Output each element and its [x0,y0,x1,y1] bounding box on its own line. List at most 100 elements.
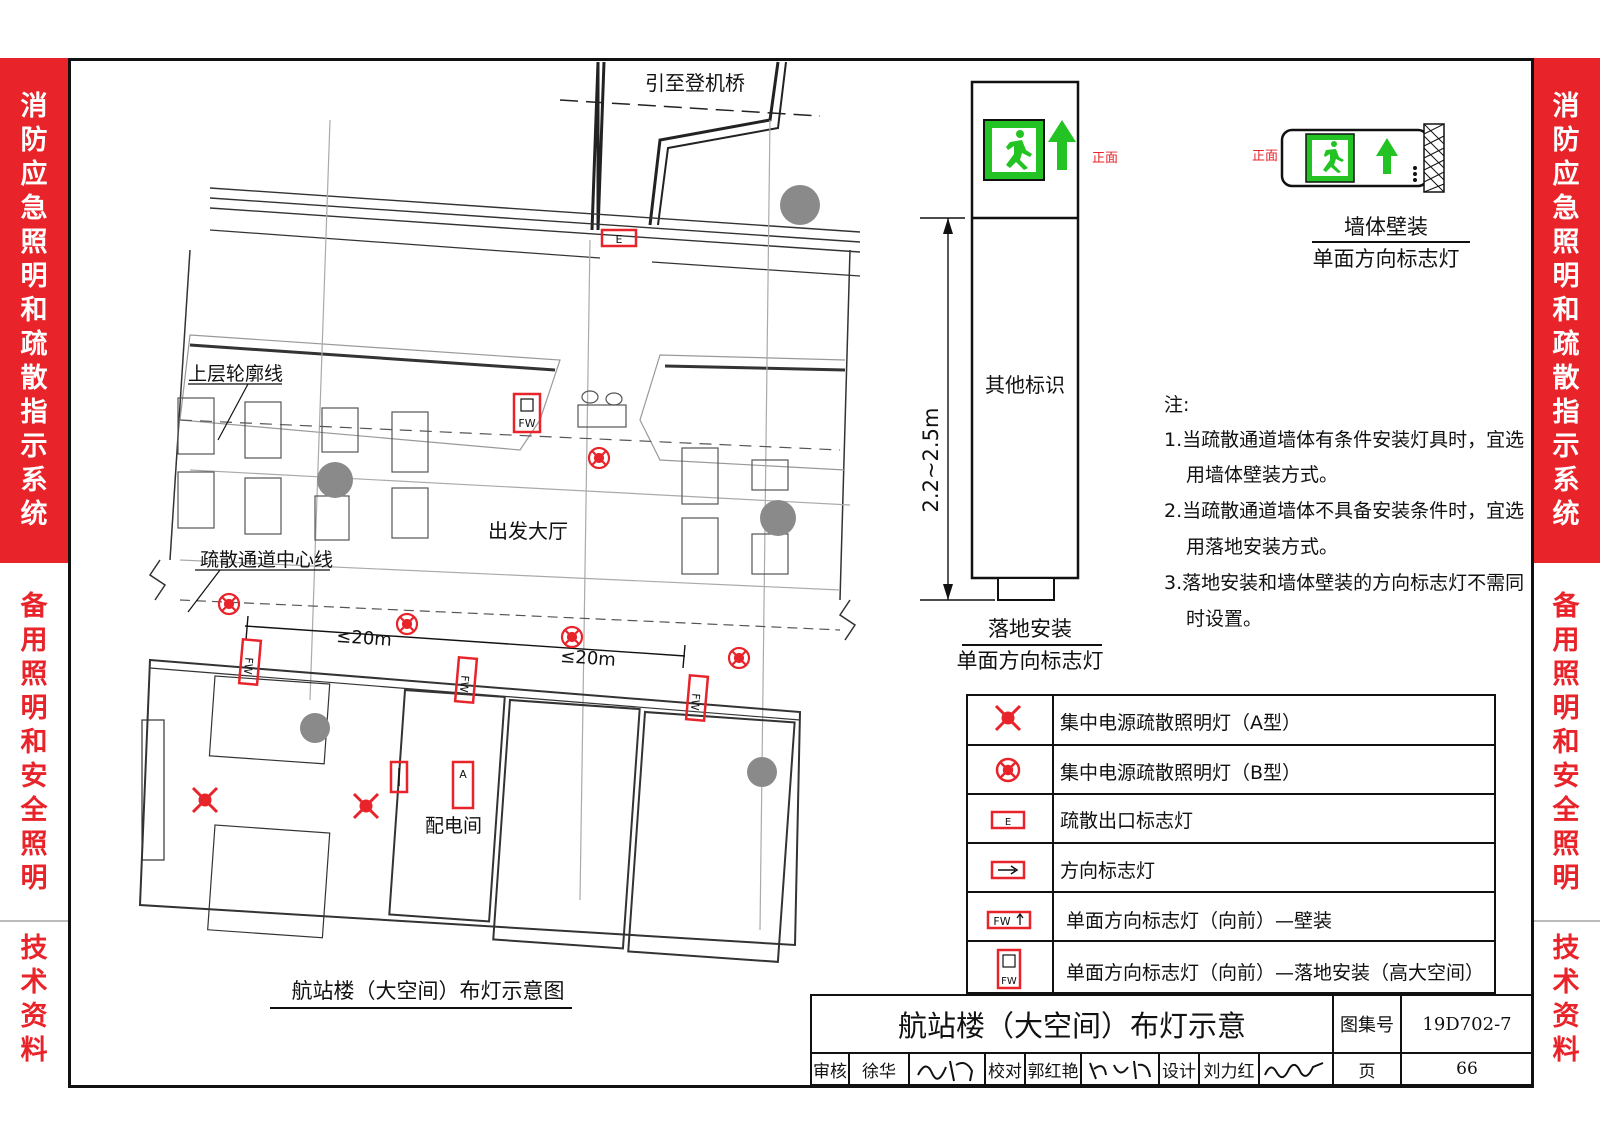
plan-a-sign-mark: A [459,768,467,781]
plan-fw-floor-sign [512,392,542,434]
wall-sign-front-label: 正面 [1252,149,1278,164]
design-signature [1264,1062,1324,1079]
title-block-title-cell: 航站楼（大空间）布灯示意 [810,994,1334,1054]
review-signature-cell [908,1052,986,1086]
label-dist-1: ≤20m [336,626,393,651]
plan-fw-wall-mark-2: FW [457,675,471,693]
legend-table [966,694,1496,994]
note-line-6: 时设置。 [1186,608,1263,630]
design-name: 刘力红 [1203,1061,1255,1082]
left-sidebar-text-1: 消防应急照明和疏散指示系统 [20,90,48,530]
wall-sign-caption-1: 墙体壁装 [1344,215,1428,239]
review-label-cell: 审核 [810,1052,850,1086]
check-name-cell: 郭红艳 [1024,1052,1082,1086]
plan-fw-wall-signs: FW FW FW [237,637,710,723]
page-label: 页 [1358,1061,1376,1082]
design-name-cell: 刘力红 [1198,1052,1260,1086]
plan-fw-wall-mark-1: FW [241,657,255,675]
legend-fw-wall-icon [986,910,1032,930]
plan-fw-wall-mark-3: FW [688,693,702,711]
legend-label-lamp-a: 集中电源疏散照明灯（A型） [1060,712,1301,734]
label-evac-centerline: 疏散通道中心线 [200,549,333,571]
plan-caption: 航站楼（大空间）布灯示意图 [292,979,565,1003]
legend-exit-mark: E [1005,817,1011,828]
right-sidebar-section-1: 消防应急照明和疏散指示系统 [1532,58,1600,563]
plan-fw-floor-mark: FW [518,417,535,430]
review-name: 徐华 [862,1061,896,1082]
legend-label-fw-floor: 单面方向标志灯（向前）—落地安装（高大空间） [1066,962,1485,984]
page-no: 66 [1456,1059,1478,1079]
label-dist-2: ≤20m [560,646,617,671]
right-sidebar-divider [1532,920,1600,922]
left-sidebar-section-3: 技术资料 [0,925,68,1075]
wall-sign-caption-2: 单面方向标志灯 [1313,247,1460,271]
check-label-cell: 校对 [984,1052,1026,1086]
legend-label-exit: 疏散出口标志灯 [1060,810,1194,832]
floor-sign-caption-2: 单面方向标志灯 [957,649,1104,673]
atlas-label: 图集号 [1340,1015,1394,1036]
plan-direction-sign [389,760,409,794]
check-signature [1089,1060,1151,1080]
drawing-frame [68,58,1534,1088]
left-sidebar-text-2: 备用照明和安全照明 [20,590,48,894]
atlas-label-cell: 图集号 [1332,994,1402,1054]
atlas-no-cell: 19D702-7 [1400,994,1534,1054]
floor-sign-front-label: 正面 [1092,151,1118,166]
label-bridge: 引至登机桥 [645,71,745,95]
notes-title: 注: [1164,394,1190,416]
columns [300,185,820,787]
check-name: 郭红艳 [1027,1061,1079,1082]
floor-sign-other-marks: 其他标识 [985,373,1065,397]
review-label: 审核 [813,1061,847,1082]
title-block-title: 航站楼（大空间）布灯示意 [897,1009,1246,1043]
up-arrow-icon [1048,120,1076,170]
label-upper-outline: 上层轮廓线 [188,363,283,385]
legend-fw-floor-icon [996,948,1022,990]
b-lamps [217,446,751,670]
review-signature [917,1060,974,1082]
legend-label-fw-wall: 单面方向标志灯（向前）—壁装 [1066,910,1333,932]
note-line-3: 2.当疏散通道墙体不具备安装条件时，宜选 [1164,500,1525,522]
legend-lamp-a-icon [994,704,1022,732]
left-sidebar-section-1: 消防应急照明和疏散指示系统 [0,58,68,563]
plan-exit-sign-mark: E [616,233,623,246]
page-label-cell: 页 [1332,1052,1402,1086]
floor-sign-height: 2.2~2.5m [919,408,943,513]
wall-up-arrow-icon [1376,138,1398,174]
legend-fw-wall-mark: FW [993,915,1010,928]
note-line-4: 用落地安装方式。 [1186,536,1339,558]
review-name-cell: 徐华 [848,1052,910,1086]
left-sidebar-divider [0,920,68,922]
legend-label-lamp-b: 集中电源疏散照明灯（B型） [1060,762,1302,784]
legend-fw-floor-mark: FW [1001,976,1017,987]
legend-lamp-b-icon [995,757,1021,783]
legend-direction-icon [990,860,1026,880]
legend-exit-icon [990,810,1026,830]
left-sidebar-text-3: 技术资料 [20,933,48,1066]
design-signature-cell [1258,1052,1334,1086]
right-sidebar-section-3: 技术资料 [1532,925,1600,1075]
design-label: 设计 [1162,1061,1196,1082]
running-man-icon [1006,130,1032,170]
right-sidebar-text-1: 消防应急照明和疏散指示系统 [1552,90,1580,530]
wall-running-man-icon [1323,141,1344,173]
atlas-no: 19D702-7 [1422,1013,1512,1035]
note-line-2: 用墙体壁装方式。 [1186,464,1339,486]
label-hall: 出发大厅 [488,519,568,543]
label-elec-room: 配电间 [425,815,482,837]
legend-label-direction: 方向标志灯 [1060,860,1156,882]
plan-exit-sign [600,228,638,248]
left-sidebar-section-2: 备用照明和安全照明 [0,565,68,920]
right-sidebar-text-3: 技术资料 [1552,933,1580,1066]
check-signature-cell [1080,1052,1160,1086]
note-line-5: 3.落地安装和墙体壁装的方向标志灯不需同 [1164,572,1525,594]
note-line-1: 1.当疏散通道墙体有条件安装灯具时，宜选 [1164,429,1525,451]
floor-sign-caption-1: 落地安装 [988,617,1072,641]
design-label-cell: 设计 [1158,1052,1200,1086]
plan-a-sign [451,760,475,810]
check-label: 校对 [988,1061,1022,1082]
